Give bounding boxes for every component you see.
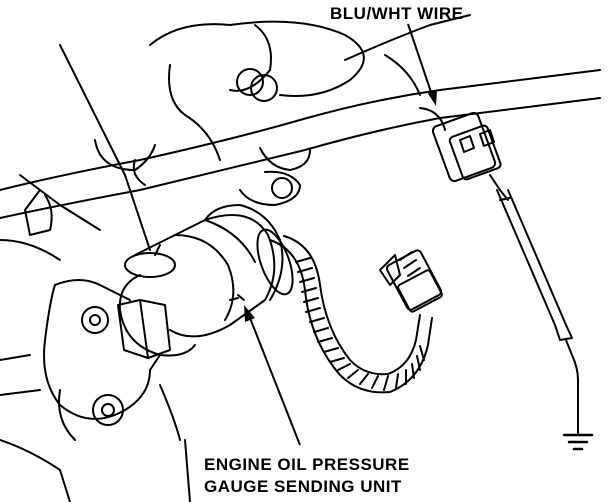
oil-pressure-sender-label: ENGINE OIL PRESSURE GAUGE SENDING UNIT bbox=[204, 454, 410, 498]
mounting-bracket bbox=[43, 279, 161, 441]
blu-wht-wire-label: BLU/WHT WIRE bbox=[330, 4, 464, 23]
sender-label-line-2: GAUGE SENDING UNIT bbox=[204, 477, 402, 496]
sending-unit-body bbox=[117, 204, 294, 359]
ground-symbol-icon bbox=[562, 433, 594, 451]
wire-loom bbox=[269, 235, 433, 394]
wire-leader bbox=[407, 23, 437, 106]
loom-connector bbox=[379, 249, 443, 313]
wire-connector bbox=[419, 107, 509, 201]
test-lead bbox=[496, 189, 579, 436]
sender-label-line-1: ENGINE OIL PRESSURE bbox=[204, 455, 410, 474]
coolant-hose bbox=[0, 69, 601, 236]
sender-leader bbox=[244, 305, 301, 446]
